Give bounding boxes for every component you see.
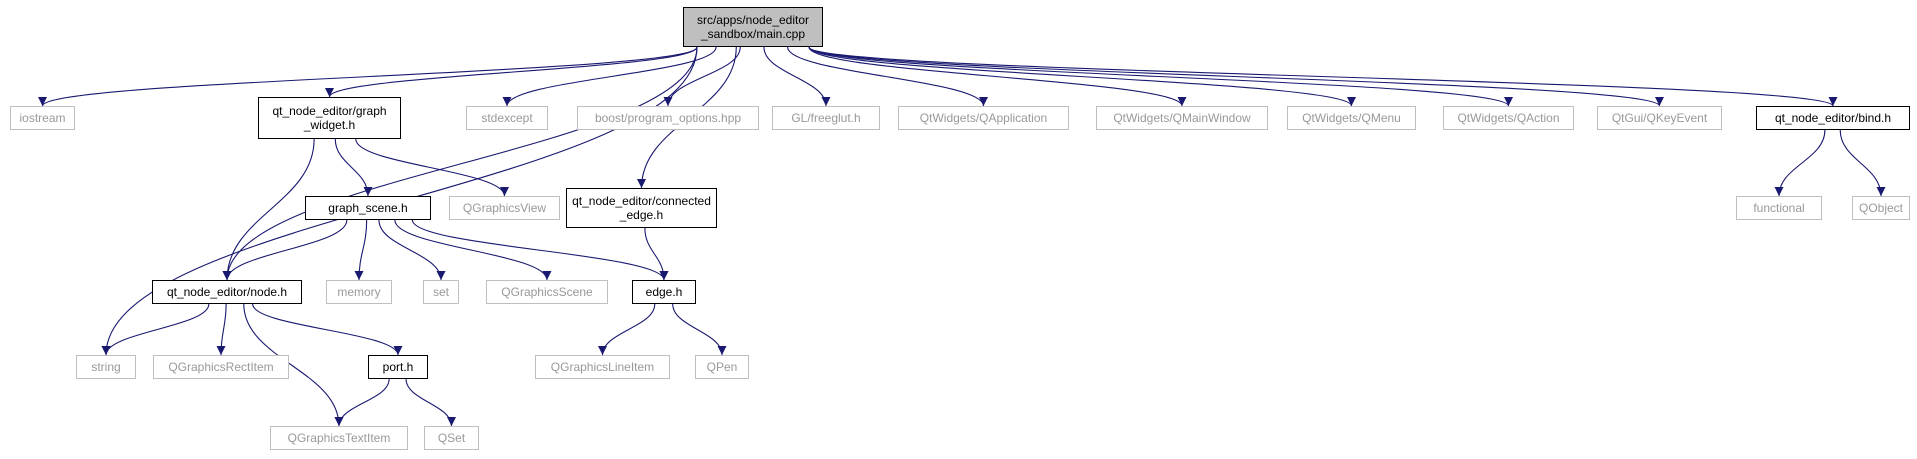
- edge-graph_widget-to-graph_scene: [334, 138, 373, 197]
- node-qgraphicsview: QGraphicsView: [449, 196, 560, 220]
- node-qgraphicsrectitem: QGraphicsRectItem: [153, 355, 289, 379]
- node-port-h[interactable]: port.h: [368, 355, 428, 379]
- edge-main-to-qaction: [808, 46, 1513, 107]
- edge-connected_edge-to-edge_h: [644, 227, 669, 281]
- node-boost-po: boost/program_options.hpp: [577, 106, 759, 130]
- edge-edge_h-to-qgraphicslineitem: [598, 303, 656, 356]
- edge-main-to-bind_h: [808, 46, 1838, 107]
- edge-graph_widget-to-node_h: [222, 138, 315, 281]
- edge-node_h-to-port_h: [252, 303, 403, 356]
- node-qgraphicslineitem: QGraphicsLineItem: [535, 355, 670, 379]
- edge-graph_scene-to-edge_h: [411, 219, 669, 281]
- node-functional: functional: [1736, 196, 1822, 220]
- node-set: set: [423, 280, 459, 304]
- node-qkeyevent: QtGui/QKeyEvent: [1597, 106, 1722, 130]
- edge-main-to-node_h: [222, 46, 698, 281]
- edge-edge_h-to-qpen: [672, 303, 727, 356]
- node-graph-scene[interactable]: graph_scene.h: [305, 196, 431, 220]
- edge-graph_scene-to-qgraphicsscene: [394, 219, 552, 281]
- node-edge-h[interactable]: edge.h: [632, 280, 696, 304]
- edge-node_h-to-string: [101, 303, 210, 356]
- edge-node_h-to-qgraphicstextitem: [243, 303, 344, 427]
- node-stdexcept: stdexcept: [466, 106, 548, 130]
- edge-graph_scene-to-memory: [354, 219, 368, 281]
- node-iostream: iostream: [10, 106, 75, 130]
- edge-main-to-qmainwindow: [808, 46, 1187, 107]
- edge-port_h-to-qgraphicstextitem: [334, 378, 390, 427]
- node-memory: memory: [326, 280, 392, 304]
- edge-graph_widget-to-qgraphicsview: [355, 138, 509, 197]
- node-qset: QSet: [424, 426, 479, 450]
- node-qmainwindow: QtWidgets/QMainWindow: [1096, 106, 1268, 130]
- edge-main-to-freeglut: [763, 46, 831, 107]
- node-qgraphicsscene: QGraphicsScene: [486, 280, 608, 304]
- node-qgraphicstextitem: QGraphicsTextItem: [270, 426, 408, 450]
- node-connected-edge[interactable]: qt_node_editor/connected _edge.h: [566, 188, 717, 228]
- node-qpen: QPen: [695, 355, 749, 379]
- edge-main-to-graph_widget: [325, 46, 698, 98]
- edge-main-to-qmenu: [808, 46, 1356, 107]
- edge-main-to-stdexcept: [502, 46, 717, 107]
- node-qobject: QObject: [1852, 196, 1910, 220]
- edge-main-to-qapplication: [787, 46, 988, 107]
- node-freeglut: GL/freeglut.h: [772, 106, 880, 130]
- edge-graph_scene-to-node_h: [222, 219, 348, 281]
- edge-main-to-qkeyevent: [808, 46, 1664, 107]
- edge-main-to-boost_po: [663, 46, 741, 107]
- edge-node_h-to-qgraphicsrectitem: [216, 303, 227, 356]
- node-qaction: QtWidgets/QAction: [1443, 106, 1574, 130]
- edge-bind_h-to-functional: [1774, 129, 1826, 197]
- node-main[interactable]: src/apps/node_editor _sandbox/main.cpp: [683, 7, 823, 47]
- node-qmenu: QtWidgets/QMenu: [1287, 106, 1416, 130]
- node-graph-widget[interactable]: qt_node_editor/graph _widget.h: [258, 97, 401, 139]
- node-qapplication: QtWidgets/QApplication: [898, 106, 1069, 130]
- edge-bind_h-to-qobject: [1839, 129, 1886, 197]
- edge-main-to-iostream: [38, 46, 698, 107]
- node-string: string: [76, 355, 136, 379]
- node-bind-h[interactable]: qt_node_editor/bind.h: [1756, 106, 1910, 130]
- edge-graph_scene-to-set: [378, 219, 446, 281]
- edge-port_h-to-qset: [405, 378, 456, 427]
- node-node-h[interactable]: qt_node_editor/node.h: [152, 280, 302, 304]
